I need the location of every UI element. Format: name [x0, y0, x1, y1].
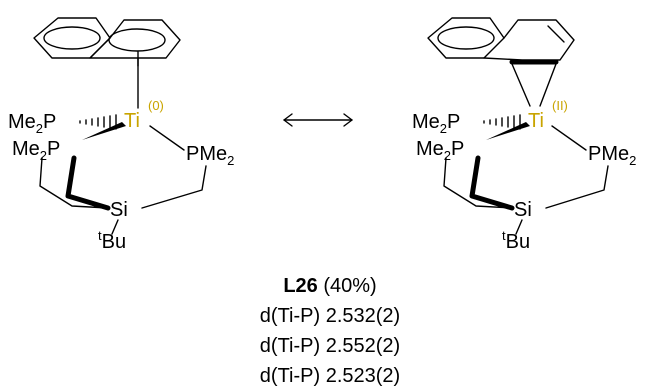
right-chain-left [443, 157, 513, 209]
left-si-label: Si [110, 199, 128, 221]
left-tbu-label: tBu [98, 228, 126, 253]
right-ti-p-right-bond [551, 125, 587, 151]
left-ti-label: Ti [124, 110, 140, 132]
left-me2p-mid-label: Me2P [12, 138, 60, 163]
right-structure: Ti (II) Me2P Me2P PMe2 Si [412, 17, 636, 253]
right-ring-b [483, 19, 575, 61]
left-chain-bold [65, 155, 111, 211]
right-ti-c-bond-a [511, 63, 531, 107]
right-oxidation-state: (II) [552, 98, 568, 113]
right-wedge-bond [486, 122, 530, 140]
left-naphthalene-ring-a [33, 17, 111, 59]
right-ring-b-double [547, 25, 565, 43]
right-me2p-top-label: Me2P [412, 111, 460, 136]
left-ring-a-aromatic-circle [43, 26, 101, 50]
right-ti-c-bond-b [539, 63, 557, 107]
right-si-tbu-bond [515, 219, 523, 235]
left-chain-right [141, 165, 207, 209]
right-naphthalene-ring-a [427, 17, 505, 59]
left-ti-p-right-bond [149, 125, 185, 151]
left-wedge-bond [82, 122, 126, 140]
compound-label: L26 [283, 275, 317, 297]
left-ring-b-aromatic-circle [108, 28, 166, 52]
left-pme2-right-label: PMe2 [186, 143, 234, 168]
right-pme2-right-label: PMe2 [588, 143, 636, 168]
left-me2p-top-label: Me2P [8, 111, 56, 136]
distance-1: d(Ti-P) 2.532(2) [260, 305, 400, 327]
left-oxidation-state: (0) [148, 98, 164, 113]
right-chain-bold [469, 155, 515, 211]
left-hashed-bond [79, 114, 117, 130]
distance-3: d(Ti-P) 2.523(2) [260, 365, 400, 387]
left-chain-left [39, 157, 109, 209]
right-chain-right [545, 165, 609, 209]
right-si-label: Si [514, 199, 532, 221]
left-naphthalene-ring-b [89, 19, 181, 59]
caption: L26 (40%) d(Ti-P) 2.532(2) d(Ti-P) 2.552… [260, 275, 400, 387]
right-me2p-mid-label: Me2P [416, 138, 464, 163]
left-structure: Ti (0) Me2P Me2P PMe2 Si [8, 17, 234, 253]
compound-yield: (40%) [318, 275, 377, 297]
distance-2: d(Ti-P) 2.552(2) [260, 335, 400, 357]
right-ti-label: Ti [528, 110, 544, 132]
resonance-arrow [283, 113, 353, 127]
right-hashed-bond [483, 114, 521, 130]
right-tbu-label: tBu [502, 228, 530, 253]
compound-line: L26 (40%) [283, 275, 376, 297]
right-ring-a-aromatic-circle [437, 26, 495, 50]
left-si-tbu-bond [111, 219, 119, 235]
